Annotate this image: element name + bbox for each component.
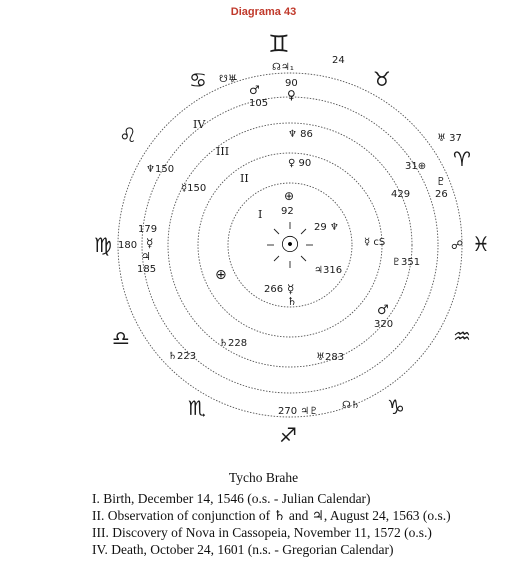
caption: Tycho Brahe I. Birth, December 14, 1546 … [0, 470, 527, 558]
aries-icon: ♈ [453, 147, 471, 171]
top-105-label: 105 [249, 98, 268, 109]
ring-label-ii: II [240, 172, 249, 185]
n26-label: 26 [435, 189, 448, 200]
diagram-title: Diagrama 43 [230, 6, 297, 18]
virgo-185-label: 185 [137, 264, 156, 275]
opposition-icon: ☍ [451, 238, 463, 252]
jupiter-316-label: ♃316 [314, 265, 342, 276]
scorpio-icon: ♏ [188, 396, 206, 420]
mercury-cs-label: ☿ cS [364, 237, 385, 248]
top-90-label: 90 [285, 78, 298, 89]
neptune-150-label: ♆150 [146, 164, 174, 175]
libra-icon: ♎ [112, 326, 130, 350]
n266-label: 266 [264, 284, 283, 295]
cancer-icon: ♋ [189, 68, 207, 92]
leo-icon: ♌ [119, 123, 137, 147]
earth-31-label: 31⊕ [405, 161, 426, 172]
bottom-270-label: 270 ♃♇ [278, 406, 318, 417]
venus-icon-top: ♀ [287, 88, 296, 102]
pisces-icon: ♓ [472, 232, 490, 256]
sun-icon: ☉ [280, 233, 300, 258]
virgo-icon: ♍ [94, 233, 112, 257]
taurus-icon: ♉ [373, 67, 391, 91]
caption-title: Tycho Brahe [228, 470, 299, 485]
rings [117, 72, 463, 418]
mars-icon-320: ♂ [377, 303, 389, 318]
caption-list: I. Birth, December 14, 1546 (o.s. - Juli… [0, 490, 527, 558]
aquarius-icon: ♒ [453, 324, 471, 348]
virgo-180-label: 180 [118, 240, 137, 251]
top-24-label: 24 [332, 55, 345, 66]
earth-icon-92: ⊕ [284, 189, 294, 203]
ring-label-i: I [258, 208, 262, 221]
virgo-mercury-icon: ☿ [146, 236, 153, 250]
earth-icon-center: ⊕ [215, 267, 227, 283]
capricorn-icon: ♑ [387, 395, 405, 419]
venus-90-label: ♀ 90 [288, 158, 311, 169]
sagittarius-icon: ♐ [279, 423, 297, 447]
pluto-351-label: ♇351 [392, 257, 420, 268]
mercury-icon-266: ☿ [287, 282, 294, 296]
saturn-228-label: ♄228 [219, 338, 247, 349]
neptune-29-label: 29 ♆ [314, 222, 339, 233]
ring-iv [117, 72, 463, 418]
mercury-150-label: ☿150 [181, 183, 206, 194]
sun-rays [267, 222, 313, 268]
virgo-179-label: 179 [138, 224, 157, 235]
mars-icon-top: ♂ [249, 83, 260, 97]
ring-i [227, 182, 353, 308]
ring-iii-inner [167, 122, 413, 368]
ring-label-iii: III [216, 145, 229, 158]
uranus-37-label: ♅ 37 [437, 133, 462, 144]
pluto-icon-26: ♇ [436, 175, 446, 188]
uranus-283-label: ♅283 [316, 352, 344, 363]
caption-line-ii: II. Observation of conjunction of ♄ and … [92, 508, 451, 523]
cancer-cluster-label: ☋♅̶ [219, 74, 237, 85]
ring-ii [197, 152, 383, 338]
horoscope-wheel: ☉ ♊ ♉ ♈ ♓ ♒ ♑ ♐ ♏ ♎ ♍ ♌ ♋ I II III IV ☊♃… [94, 30, 490, 447]
bottom-right-cluster-label: ☊♄ [342, 400, 360, 411]
virgo-jupiter-icon: ♃ [141, 250, 151, 263]
caption-line-iii: III. Discovery of Nova in Cassopeia, Nov… [92, 525, 432, 540]
saturn-223-label: ♄223 [168, 351, 196, 362]
saturn-icon-266: ♄ [287, 295, 297, 308]
ring-i-92-label: 92 [281, 206, 294, 217]
neptune-86-label: ♆ 86 [288, 129, 313, 140]
caption-line-iv: IV. Death, October 24, 1601 (n.s. - Greg… [92, 542, 394, 557]
ring-label-iv: IV [193, 118, 206, 131]
n320-label: 320 [374, 319, 393, 330]
gemini-icon: ♊ [268, 30, 290, 58]
ring-iii [141, 96, 439, 394]
caption-line-i: I. Birth, December 14, 1546 (o.s. - Juli… [92, 491, 371, 506]
n429-label: 429 [391, 189, 410, 200]
top-cluster-label: ☊♃₁ [272, 62, 294, 73]
